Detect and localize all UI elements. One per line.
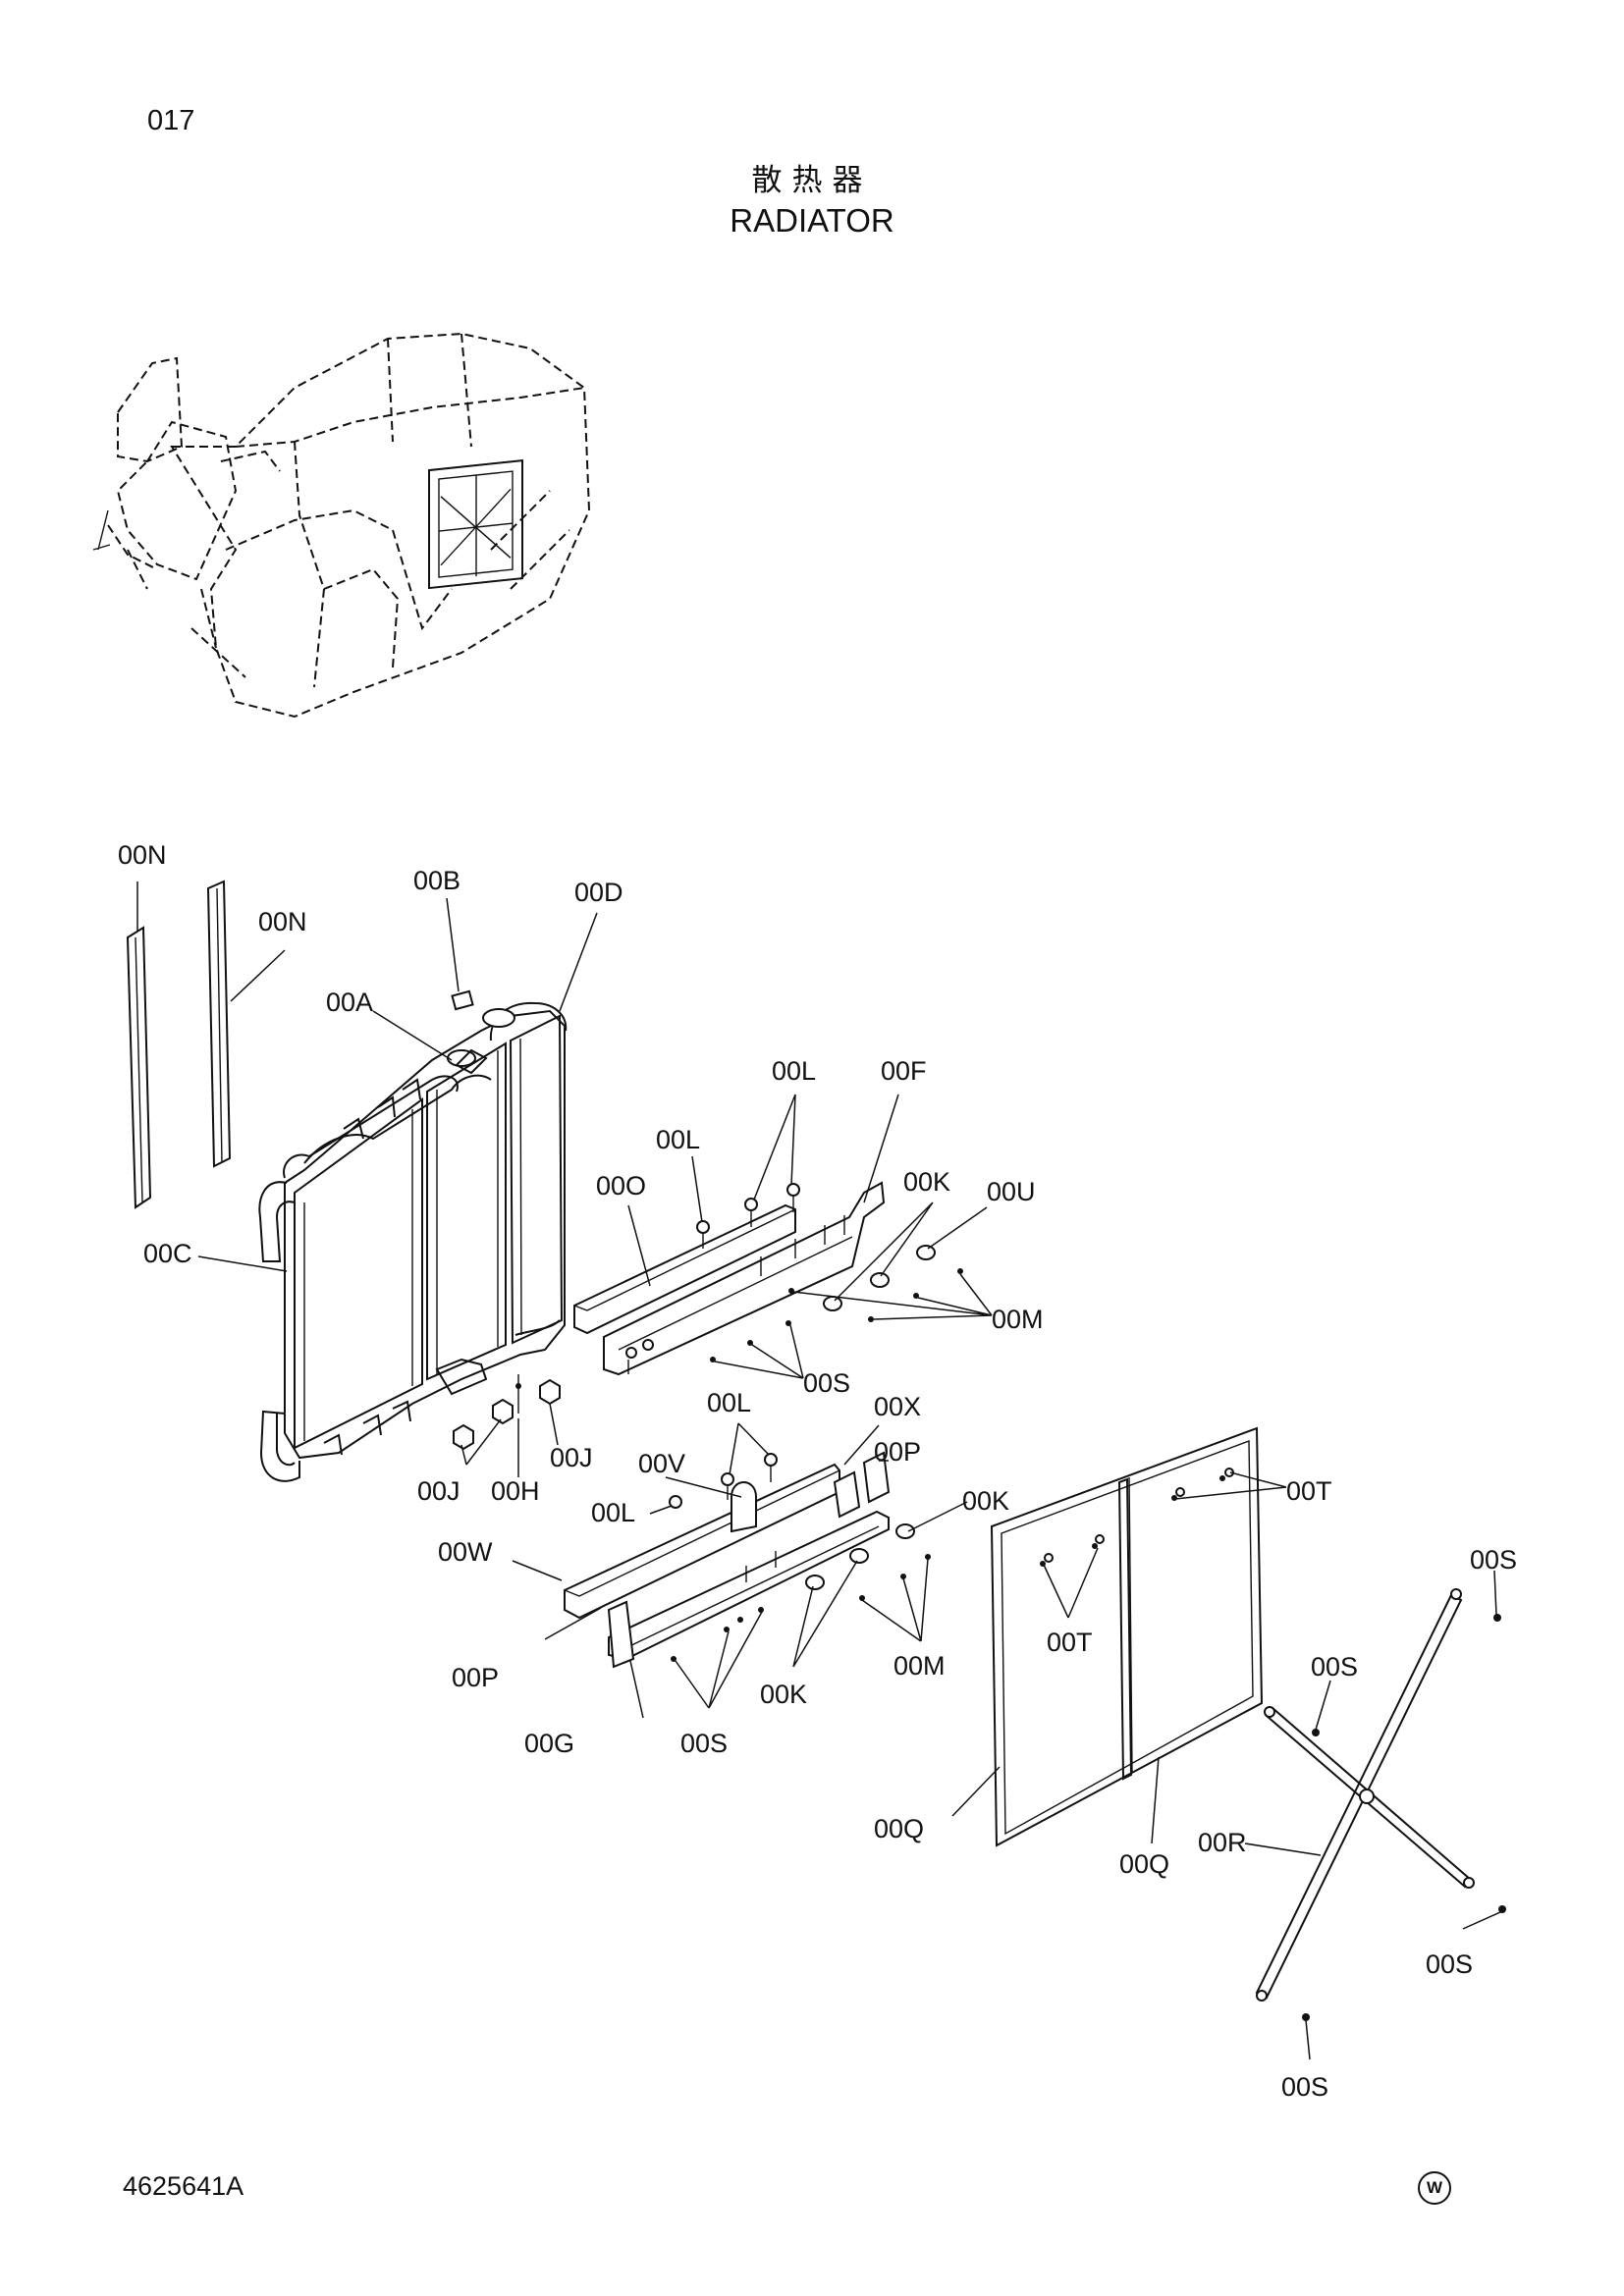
leader-lines [136,881,1501,2060]
callout-00l-c: 00L [707,1388,751,1417]
callout-00o: 00O [596,1171,646,1201]
callout-00u: 00U [987,1177,1036,1206]
machine-overview-drawing [92,332,591,719]
callout-00s-lower: 00S [680,1729,728,1758]
lower-bracket-group [564,1451,931,1669]
callout-00k-lower: 00K [760,1680,807,1709]
seal-strip-00n [126,880,232,1209]
callout-00s-right: 00S [1426,1949,1473,1979]
title-english: RADIATOR [730,202,894,239]
callout-00g: 00G [524,1729,574,1758]
callout-00l-b: 00L [772,1056,816,1086]
callout-00p-upper: 00P [874,1437,921,1467]
callout-00q-right: 00Q [1119,1849,1169,1879]
cross-stay-00r [1255,1588,1506,2021]
callout-00p-lower: 00P [452,1663,499,1692]
callout-00j-left: 00J [417,1476,460,1506]
callout-00l-a: 00L [656,1125,700,1154]
callout-00x: 00X [874,1392,921,1421]
callout-00k-right: 00K [962,1486,1009,1516]
callout-00v: 00V [638,1449,685,1478]
callout-00h: 00H [491,1476,540,1506]
upper-bracket-group [573,1181,963,1376]
callout-00c: 00C [143,1239,192,1268]
callout-00s-bottom: 00S [1281,2072,1328,2102]
document-code: 4625641A [123,2171,244,2201]
callout-00a: 00A [326,988,373,1017]
callout-00w: 00W [438,1537,493,1567]
radiator-core [258,989,568,1482]
callout-00b: 00B [413,866,460,895]
screen-frame-00q [990,1426,1264,1847]
callout-00s-middle: 00S [1311,1652,1358,1682]
callout-00r: 00R [1198,1828,1247,1857]
callout-00t-lower: 00T [1047,1628,1093,1657]
callout-00f: 00F [881,1056,927,1086]
callout-00n-left: 00N [118,840,167,870]
callout-labels: 00N 00N 00B 00D 00A 00C 00L 00L 00F 00O … [118,840,1517,2102]
w-circle-mark: W [1418,2171,1451,2205]
callout-00s-upper: 00S [803,1368,850,1398]
callout-00m-lower: 00M [893,1651,946,1681]
callout-00d: 00D [574,878,623,907]
callout-00q-left: 00Q [874,1814,924,1843]
callout-00l-d: 00L [591,1498,635,1527]
page-number: 017 [147,105,195,136]
callout-00t-upper: 00T [1286,1476,1332,1506]
callout-00k-upper: 00K [903,1167,950,1197]
title-chinese: 散热器 [751,163,873,198]
callout-00m-upper: 00M [992,1305,1044,1334]
callout-00n-right: 00N [258,907,307,936]
callout-00j-right: 00J [550,1443,593,1472]
callout-00s-top-right: 00S [1470,1545,1517,1575]
